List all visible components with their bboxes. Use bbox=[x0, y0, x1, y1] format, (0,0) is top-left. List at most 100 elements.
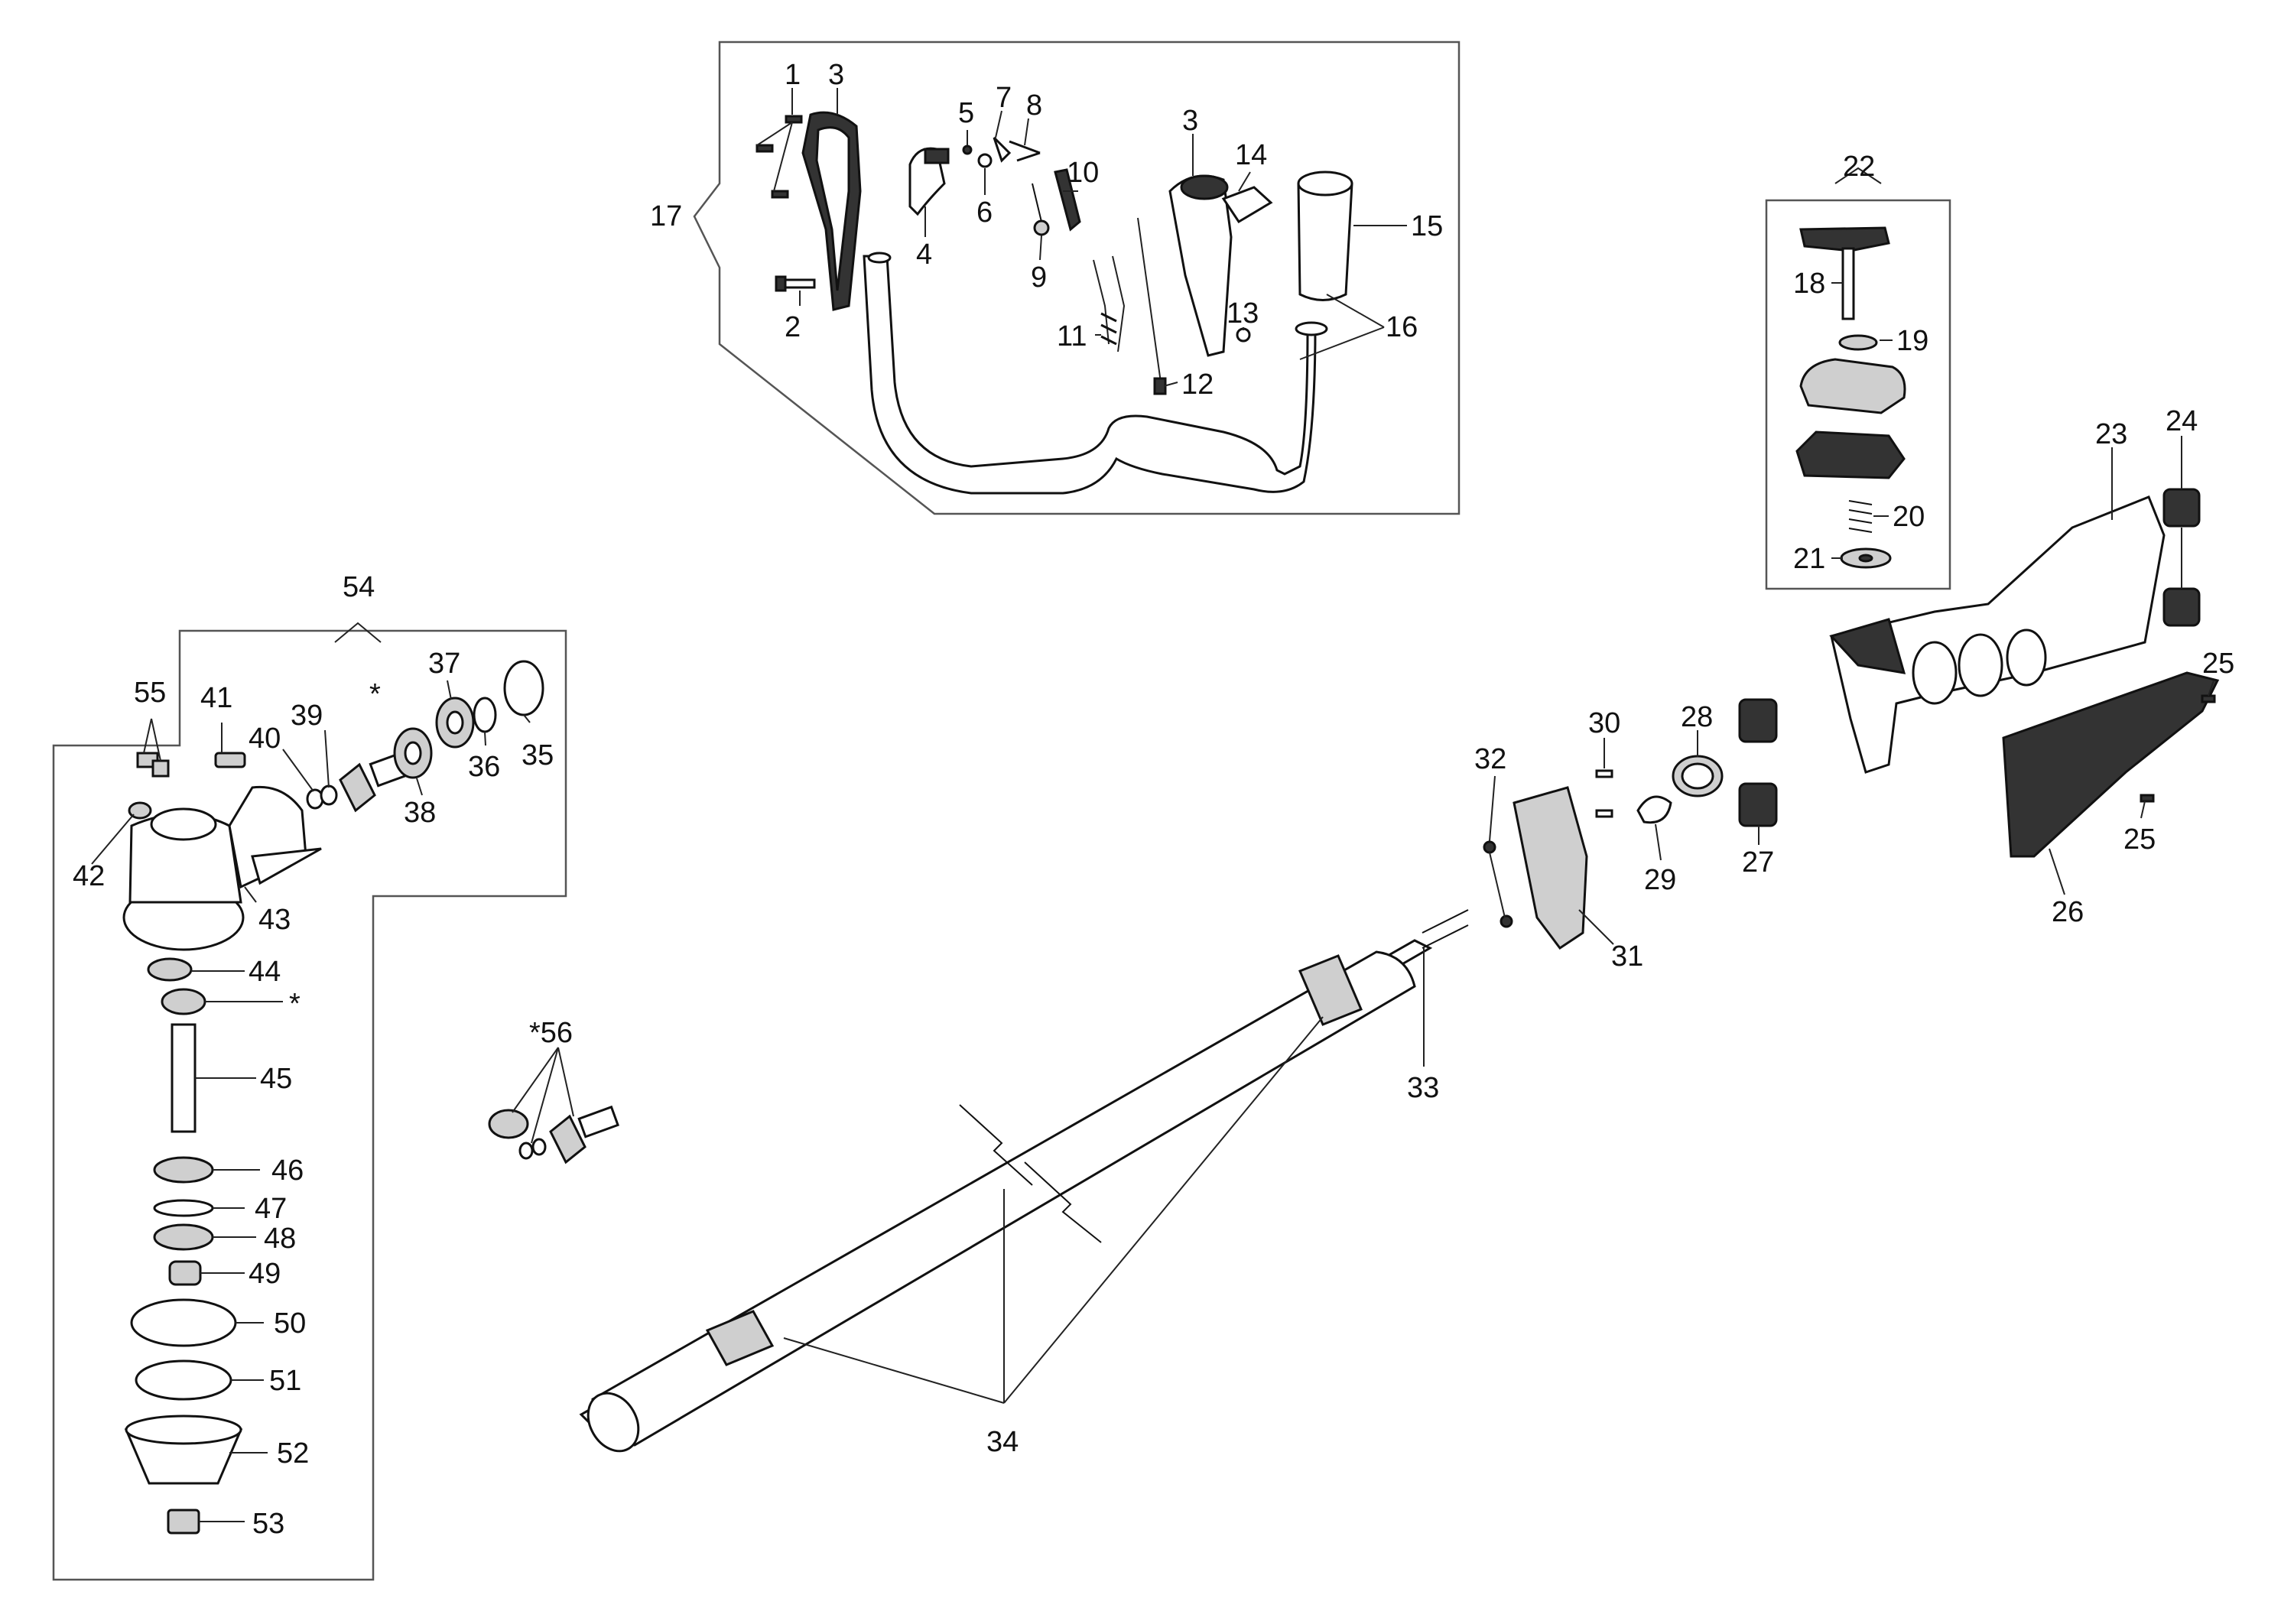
callout-21: 21 bbox=[1793, 543, 1825, 575]
cable-12 bbox=[1137, 217, 1167, 395]
damper-24 bbox=[2162, 488, 2201, 627]
gear-housing-43 bbox=[122, 785, 322, 951]
bearing-38 bbox=[393, 727, 433, 779]
callout-25a: 25 bbox=[2202, 648, 2234, 680]
callout-44: 44 bbox=[249, 956, 281, 988]
callout-14: 14 bbox=[1235, 139, 1267, 171]
bolt-41 bbox=[214, 752, 246, 768]
throttle-trigger-4 bbox=[908, 147, 950, 216]
cup-50 bbox=[130, 1298, 237, 1347]
callout-23: 23 bbox=[2095, 418, 2127, 450]
screw-2 bbox=[775, 275, 816, 292]
callout-star-bevel: * bbox=[289, 988, 301, 1020]
washers-39-40 bbox=[306, 784, 338, 810]
callout-3-right: 3 bbox=[1182, 105, 1198, 137]
cover-26 bbox=[2002, 671, 2220, 858]
callout-26: 26 bbox=[2052, 896, 2084, 928]
callout-37: 37 bbox=[428, 648, 460, 680]
washer-51 bbox=[135, 1359, 232, 1401]
clamp-upper bbox=[1799, 358, 1906, 414]
callout-39: 39 bbox=[291, 700, 323, 732]
callout-20: 20 bbox=[1893, 501, 1925, 533]
callout-38: 38 bbox=[404, 797, 436, 829]
screws-32 bbox=[1483, 840, 1513, 928]
bearing-37 bbox=[435, 697, 475, 749]
bearing-44 bbox=[147, 957, 193, 982]
ring-47 bbox=[153, 1199, 214, 1217]
circlip-35 bbox=[503, 660, 544, 716]
knob-assembly-frame bbox=[1765, 199, 1951, 590]
callout-51: 51 bbox=[269, 1365, 301, 1397]
callout-16: 16 bbox=[1386, 311, 1418, 343]
ring-28 bbox=[1672, 755, 1724, 797]
callout-22: 22 bbox=[1843, 151, 1875, 183]
shaft-tube-34 bbox=[586, 950, 1416, 1453]
callout-6: 6 bbox=[976, 197, 993, 229]
callout-54: 54 bbox=[343, 571, 375, 603]
callout-2: 2 bbox=[785, 311, 801, 343]
knob-18 bbox=[1799, 226, 1890, 320]
callout-labels: 1 2 3 3 4 5 6 7 8 9 10 11 12 13 14 15 16… bbox=[73, 59, 2234, 1540]
callout-55: 55 bbox=[134, 677, 166, 709]
callout-48: 48 bbox=[264, 1223, 296, 1255]
callout-8: 8 bbox=[1026, 89, 1042, 122]
callout-13: 13 bbox=[1227, 297, 1259, 330]
nut-53 bbox=[167, 1509, 200, 1535]
switch-14 bbox=[1221, 186, 1273, 224]
callout-50: 50 bbox=[274, 1307, 306, 1340]
callout-33: 33 bbox=[1407, 1072, 1439, 1104]
damper-27 bbox=[1738, 698, 1778, 827]
screws-30 bbox=[1595, 769, 1613, 818]
washer-21 bbox=[1840, 547, 1892, 569]
callout-10: 10 bbox=[1067, 157, 1099, 189]
callout-35: 35 bbox=[522, 739, 554, 771]
ring-36 bbox=[473, 697, 497, 733]
spindle-45 bbox=[171, 1023, 197, 1133]
callout-9: 9 bbox=[1031, 261, 1047, 294]
small-parts-5-8 bbox=[962, 136, 1041, 168]
callout-12: 12 bbox=[1181, 369, 1214, 401]
callout-36: 36 bbox=[468, 751, 500, 783]
callout-5: 5 bbox=[958, 97, 974, 129]
washer-19 bbox=[1838, 334, 1878, 351]
callout-43: 43 bbox=[258, 904, 291, 936]
callout-11: 11 bbox=[1057, 320, 1087, 352]
callout-53: 53 bbox=[252, 1508, 284, 1540]
callout-34: 34 bbox=[986, 1426, 1019, 1458]
callout-1: 1 bbox=[785, 59, 801, 91]
callout-18: 18 bbox=[1793, 268, 1825, 300]
leader-lines bbox=[91, 88, 2214, 1522]
callout-49: 49 bbox=[249, 1258, 281, 1290]
gearhead-assembly-frame bbox=[52, 629, 567, 1581]
callout-15: 15 bbox=[1411, 210, 1443, 242]
callout-47: 47 bbox=[255, 1193, 287, 1225]
left-handle-half bbox=[801, 111, 862, 311]
callout-52: 52 bbox=[277, 1437, 309, 1470]
callout-30: 30 bbox=[1588, 707, 1620, 739]
callout-19: 19 bbox=[1896, 325, 1928, 357]
plug-42 bbox=[128, 801, 152, 820]
handle-assembly-frame bbox=[693, 41, 1461, 515]
callout-40: 40 bbox=[249, 723, 281, 755]
nut-13 bbox=[1236, 327, 1251, 343]
callout-24: 24 bbox=[2166, 405, 2198, 437]
bevel-gear bbox=[161, 988, 206, 1015]
callout-32: 32 bbox=[1474, 743, 1506, 775]
lever-10 bbox=[1054, 168, 1081, 232]
callout-29: 29 bbox=[1644, 864, 1676, 896]
gear-set-56 bbox=[488, 1105, 619, 1164]
callout-17: 17 bbox=[650, 200, 682, 232]
callout-31: 31 bbox=[1611, 940, 1643, 973]
bushing-49 bbox=[168, 1260, 202, 1286]
right-handle-3 bbox=[1168, 174, 1233, 357]
callout-3-left: 3 bbox=[828, 59, 844, 91]
screw-1 bbox=[755, 115, 803, 199]
clip-29 bbox=[1636, 795, 1672, 824]
housing-23 bbox=[1829, 495, 2166, 774]
spring-20 bbox=[1848, 500, 1873, 533]
callout-28: 28 bbox=[1681, 701, 1713, 733]
wire-harness-11 bbox=[1093, 255, 1126, 352]
callout-7: 7 bbox=[996, 82, 1012, 114]
bearing-46 bbox=[153, 1156, 214, 1184]
